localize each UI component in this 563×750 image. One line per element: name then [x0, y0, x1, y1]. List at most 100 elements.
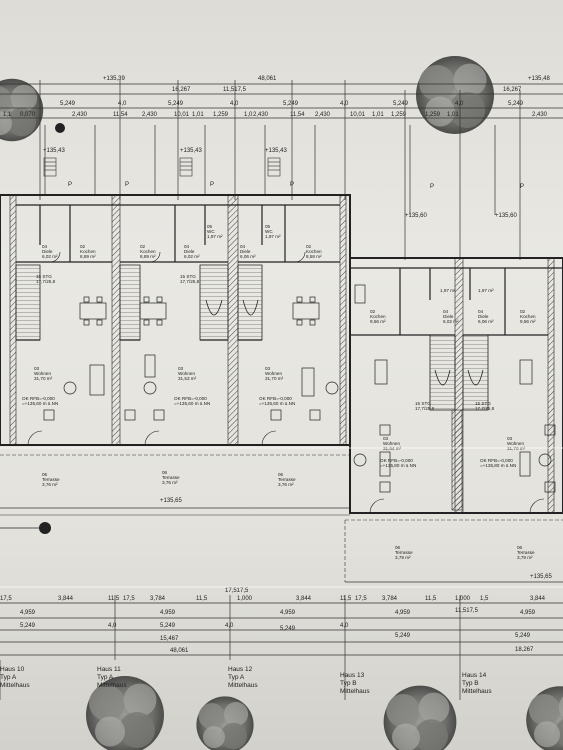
house-block-typ-b: 02 Kochen 9,56 m² 1,97 m² 1,97 m² 04 Die…	[349, 257, 563, 514]
house-name: Haus 12	[228, 666, 253, 673]
room-name: Diele	[240, 249, 251, 254]
dimension-label: 5,249	[515, 633, 531, 639]
room-area: 6,06 m²	[478, 319, 494, 324]
dimension-lines-top	[0, 80, 563, 260]
room-area: 3,76 m²	[278, 482, 294, 487]
level-nn: =+135,60 m ü.NN	[259, 401, 295, 406]
house-name: Haus 13	[340, 672, 365, 679]
dimension-label: 5,249	[160, 623, 176, 629]
dimension-label: 2,430	[142, 112, 158, 118]
room-area: 31,70 m²	[34, 376, 53, 381]
room-number: 05	[265, 224, 271, 229]
level-nn: =+135,60 m ü.NN	[22, 401, 58, 406]
dimension-label: 1,01	[192, 112, 204, 118]
paper-fold	[0, 447, 563, 449]
room-name: Terrasse	[395, 550, 413, 555]
room-number: 06	[395, 545, 401, 550]
room-name: Kochen	[80, 249, 96, 254]
level-nn: =+135,60 m ü.NN	[174, 401, 210, 406]
room-name: Kochen	[370, 314, 386, 319]
dimension-label: 4,0	[108, 623, 117, 629]
room-area: 31,64 m²	[383, 446, 402, 451]
stair-ratio: 17,7/25,8	[36, 279, 56, 284]
level-label: OK RFB=-0,000	[259, 396, 292, 401]
room-area: 9,56 m²	[370, 319, 386, 324]
dimension-label: 1,259	[391, 112, 407, 118]
total-dimension: 48,061	[258, 76, 277, 82]
dimension-label: 1,1	[3, 112, 12, 118]
room-area: 6,02 m²	[42, 254, 58, 259]
dimension-label: 5,249	[60, 101, 76, 107]
dimension-label: 10,01	[174, 112, 190, 118]
dimension-label: 3,784	[382, 596, 398, 602]
dimension-label: 4,0	[455, 101, 464, 107]
dimension-label: 1,01	[447, 112, 459, 118]
stair-icon	[429, 334, 489, 511]
parking-mark: P	[430, 184, 434, 190]
level-nn: =+135,80 m ü.NN	[380, 463, 416, 468]
dimension-label: 1,000	[455, 596, 471, 602]
dimension-text-bottom: 17,5 3,844 11,5 17,5 3,784 11,5 17,517,5…	[0, 588, 546, 654]
tree-icon	[196, 696, 254, 750]
stair-ratio: 17,7/25,8	[415, 406, 435, 411]
house-labels: Haus 10 Typ A Mittelhaus Haus 11 Typ A M…	[0, 666, 492, 695]
room-area: 1,97 m²	[440, 288, 456, 293]
room-number: 03	[178, 366, 184, 371]
house-name: Haus 11	[97, 666, 121, 673]
dimension-text-top: +135,39 48,061 +135,48 16,267 11,517,5 1…	[3, 76, 551, 118]
room-name: Terrasse	[162, 475, 180, 480]
dimension-label: 3,844	[296, 596, 312, 602]
dimension-label: 3,784	[150, 596, 166, 602]
section-arrow-icon: B	[55, 123, 65, 133]
house-type: Typ B	[462, 680, 479, 687]
dimension-label: 5,249	[168, 101, 184, 107]
elevation-label: +135,60	[405, 213, 428, 219]
dimension-label: 11,5	[108, 596, 120, 602]
room-name: Diele	[184, 249, 195, 254]
dimension-label: 17,5	[355, 596, 367, 602]
house-block-typ-a: 04 Diele 6,02 m² 02 Kochen 8,89 m² 02 Ko…	[0, 194, 351, 446]
level-label: OK RFB=-0,000	[480, 458, 513, 463]
stair-label: 15 STG	[415, 401, 431, 406]
room-area: 6,02 m²	[184, 254, 200, 259]
dimension-label: 4,959	[160, 610, 176, 616]
dimension-label: 1,000	[237, 596, 253, 602]
parking-mark: P	[125, 182, 129, 188]
dimension-label: 5,249	[393, 101, 409, 107]
dimension-label: 17,5	[0, 596, 12, 602]
dimension-label: 5,249	[280, 626, 296, 632]
table-icon	[79, 296, 320, 326]
parking-mark: P	[68, 182, 72, 188]
level-label: OK RFB=-0,000	[174, 396, 207, 401]
room-area: 8,58 m²	[306, 254, 322, 259]
room-number: 03	[383, 436, 389, 441]
house-name: Haus 14	[462, 672, 487, 679]
room-number: 02	[80, 244, 86, 249]
house-role: Mittelhaus	[462, 688, 492, 695]
house-type: Typ A	[228, 674, 245, 681]
room-number: 03	[265, 366, 271, 371]
room-number: 06	[278, 472, 284, 477]
room-area: 1,97 m²	[265, 234, 281, 239]
room-area: 8,89 m²	[140, 254, 156, 259]
room-number: 04	[478, 309, 484, 314]
level-label: OK RFB=-0,000	[380, 458, 413, 463]
dimension-label: 0,070	[20, 112, 36, 118]
room-name: Wohnen	[34, 371, 51, 376]
room-number: 06	[162, 470, 168, 475]
dimension-label: 1,5	[480, 596, 489, 602]
parking-mark: P	[290, 182, 294, 188]
elevation-label: +135,43	[180, 148, 203, 154]
dimension-label: 2,430	[253, 112, 269, 118]
house-name: Haus 10	[0, 666, 25, 673]
dimension-label: 3,844	[530, 596, 546, 602]
house-label: Haus 10 Typ A Mittelhaus	[0, 666, 30, 689]
tree-icon	[383, 685, 457, 750]
dimension-label: 16,267	[172, 87, 191, 93]
room-number: 04	[443, 309, 449, 314]
room-name: Wohnen	[178, 371, 195, 376]
house-role: Mittelhaus	[0, 682, 30, 689]
stair-label: 15 STG	[36, 274, 52, 279]
